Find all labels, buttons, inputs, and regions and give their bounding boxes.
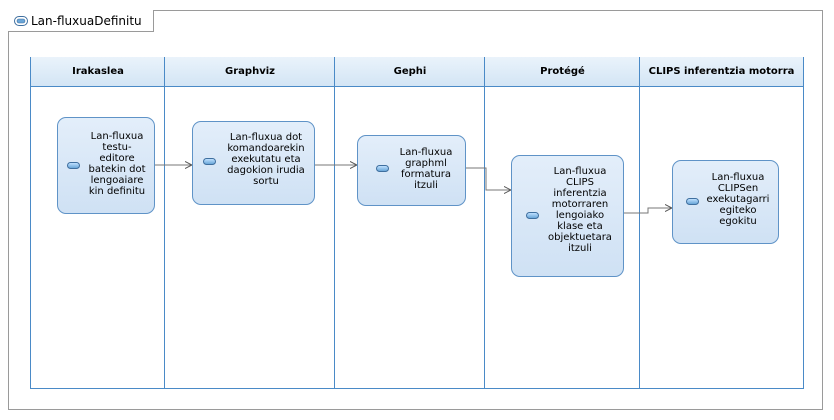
task-icon bbox=[686, 198, 699, 205]
task-label: Lan-fluxua CLIPSen exekutagarri egiteko … bbox=[706, 172, 770, 227]
lane-separator bbox=[639, 57, 640, 389]
lane-header-irakaslea[interactable]: Irakaslea bbox=[31, 57, 165, 87]
task-icon bbox=[526, 212, 539, 219]
lane-header-graphviz[interactable]: Graphviz bbox=[165, 57, 335, 87]
task-convert-graphml[interactable]: Lan-fluxua graphml formatura itzuli bbox=[357, 135, 466, 206]
flow-4-5[interactable] bbox=[624, 208, 672, 214]
process-icon bbox=[14, 15, 28, 26]
task-label: Lan-fluxua CLIPS inferentzia motorraren … bbox=[548, 166, 612, 254]
lane-header-clips[interactable]: CLIPS inferentzia motorra bbox=[640, 57, 803, 87]
task-define-workflow[interactable]: Lan-fluxua testu- editore batekin dot le… bbox=[57, 117, 155, 214]
task-label: Lan-fluxua graphml formatura itzuli bbox=[399, 147, 453, 191]
lane-separator bbox=[484, 57, 485, 389]
task-icon bbox=[67, 162, 80, 169]
lane-header-protege[interactable]: Protégé bbox=[485, 57, 640, 87]
task-convert-clips[interactable]: Lan-fluxua CLIPS inferentzia motorraren … bbox=[511, 155, 624, 277]
task-label: Lan-fluxua testu- editore batekin dot le… bbox=[88, 131, 146, 197]
task-execute-dot[interactable]: Lan-fluxua dot komandoarekin exekutatu e… bbox=[192, 121, 315, 205]
diagram-title: Lan-fluxuaDefinitu bbox=[31, 13, 142, 28]
task-adapt-clips[interactable]: Lan-fluxua CLIPSen exekutagarri egiteko … bbox=[672, 160, 779, 244]
task-icon bbox=[203, 158, 216, 165]
diagram-title-tab[interactable]: Lan-fluxuaDefinitu bbox=[8, 10, 154, 32]
lane-header-gephi[interactable]: Gephi bbox=[335, 57, 485, 87]
lane-separator bbox=[334, 57, 335, 389]
lane-separator bbox=[164, 57, 165, 389]
task-label: Lan-fluxua dot komandoarekin exekutatu e… bbox=[227, 132, 305, 187]
flow-3-4[interactable] bbox=[466, 167, 511, 190]
task-icon bbox=[376, 165, 389, 172]
